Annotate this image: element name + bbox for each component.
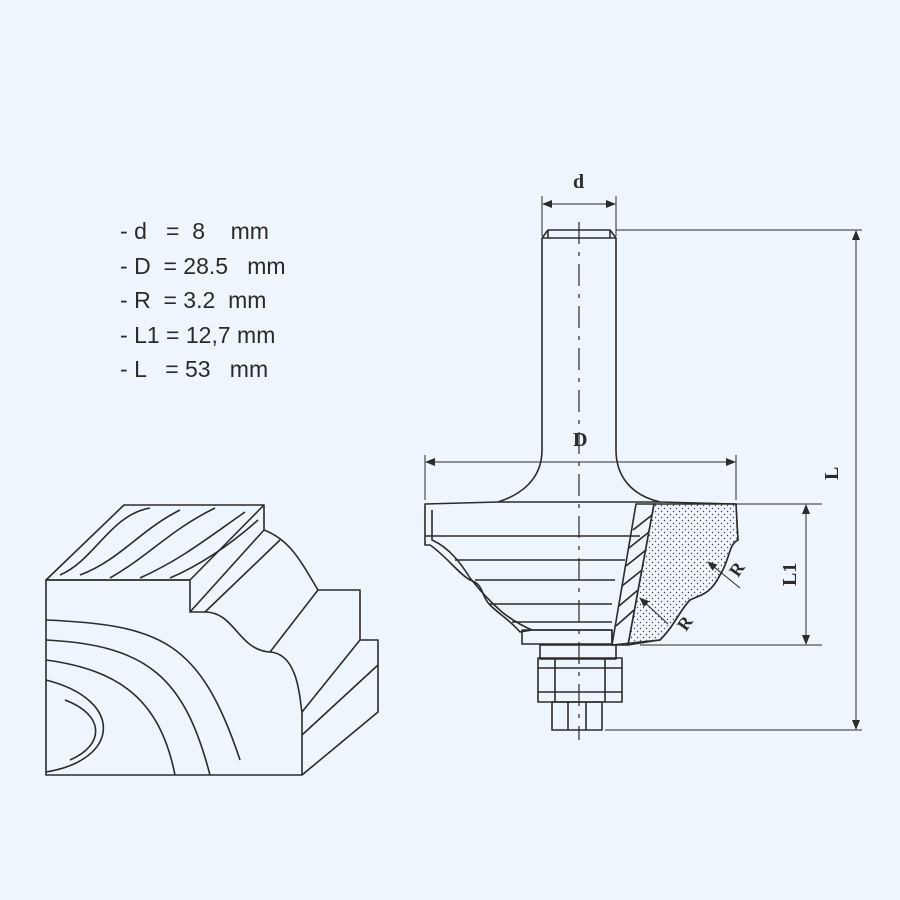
grain-top-1: [59, 507, 151, 576]
grain-top-2: [79, 509, 181, 576]
bearing-screw: [551, 701, 603, 731]
molding-front-face: [45, 579, 303, 776]
spec-row-d: - d = 8 mm: [120, 218, 269, 244]
bearing-washer: [539, 644, 617, 660]
grain-top-5: [169, 519, 259, 579]
spec-row-R: - R = 3.2 mm: [120, 287, 267, 313]
router-bit: [424, 222, 739, 740]
label-d: d: [573, 171, 584, 193]
spec-list: - d = 8 mm - D = 28.5 mm - R = 3.2 mm - …: [120, 214, 286, 387]
label-L: L: [821, 467, 843, 480]
dimension-lines: [424, 196, 862, 731]
shank: [497, 229, 661, 503]
grain-top-4: [139, 511, 246, 579]
grain-5: [64, 699, 97, 761]
cutting-profile-dots: [627, 503, 739, 646]
spec-row-L1: - L1 = 12,7 mm: [120, 321, 276, 348]
dim-R-upper: [707, 561, 741, 589]
wood-molding-illustration: [45, 504, 379, 776]
grain-top-3: [109, 507, 216, 579]
label-D: D: [573, 429, 587, 451]
bearing-collar: [521, 629, 613, 645]
grain-3: [45, 659, 176, 776]
molding-profile: [263, 505, 379, 776]
grain-2: [45, 639, 211, 776]
spec-row-D: - D = 28.5 mm: [120, 252, 286, 279]
grain-4: [45, 679, 105, 773]
label-R-upper: R: [725, 557, 749, 580]
dim-R-lower: [639, 597, 669, 625]
grain-1: [45, 619, 241, 761]
spec-row-L: - L = 53 mm: [120, 356, 269, 382]
bearing: [537, 657, 623, 703]
label-L1: L1: [779, 563, 801, 586]
